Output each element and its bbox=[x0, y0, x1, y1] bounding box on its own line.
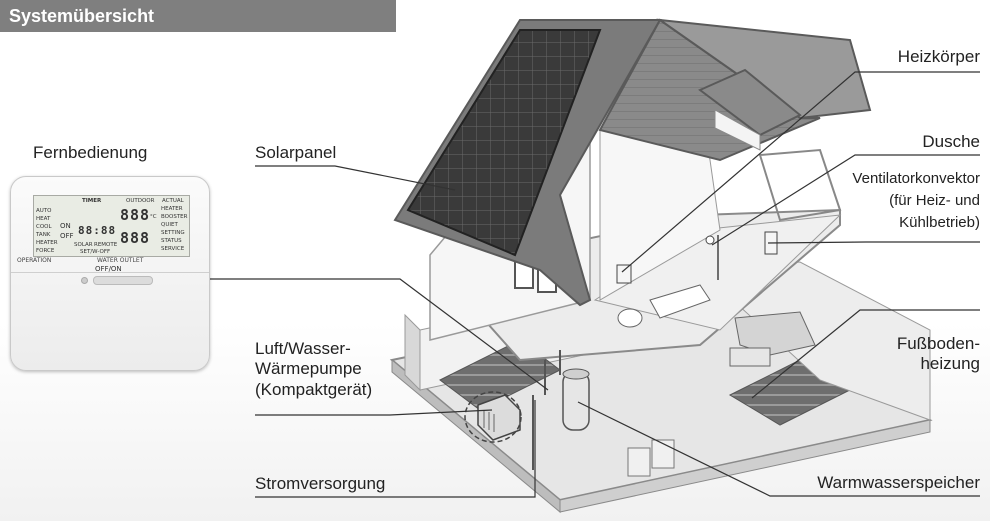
leader-remote bbox=[210, 278, 549, 391]
label-power-supply: Stromversorgung bbox=[255, 474, 386, 493]
leader-solar bbox=[255, 165, 456, 191]
section-title: Systemübersicht bbox=[0, 0, 396, 32]
label-solar-panel: Solarpanel bbox=[255, 143, 337, 162]
label-floor-heating: Fußboden- heizung bbox=[896, 334, 980, 374]
label-remote: Fernbedienung bbox=[33, 143, 148, 162]
dormer-wall bbox=[714, 109, 761, 151]
leader-radiator bbox=[621, 71, 980, 273]
leader-floor bbox=[751, 309, 980, 399]
status-led-icon bbox=[81, 277, 88, 284]
remote-controller: TIMER OUTDOOR ACTUAL AUTO HEAT COOL TANK… bbox=[10, 176, 210, 371]
label-radiator: Heizkörper bbox=[897, 47, 980, 66]
off-on-button bbox=[93, 276, 153, 285]
remote-lcd-display: TIMER OUTDOOR ACTUAL AUTO HEAT COOL TANK… bbox=[33, 195, 190, 257]
appliance bbox=[651, 439, 675, 469]
leader-power bbox=[255, 400, 536, 498]
ground-floor-right-edge bbox=[559, 419, 931, 513]
bathtub bbox=[649, 284, 711, 319]
solar-panel-array bbox=[406, 29, 602, 257]
leader-tank bbox=[577, 401, 980, 497]
power-icon: OFF/ON bbox=[95, 265, 122, 273]
label-shower: Dusche bbox=[922, 132, 980, 151]
dormer-roof bbox=[698, 68, 802, 137]
label-hot-water-tank: Warmwasserspeicher bbox=[817, 473, 980, 492]
leader-fan-coil bbox=[767, 241, 980, 244]
coffee-table bbox=[729, 347, 771, 367]
toilet bbox=[617, 308, 643, 328]
label-fan-coil: Ventilatorkonvektor (für Heiz- und Kühlb… bbox=[852, 170, 980, 231]
balcony-rail bbox=[758, 148, 842, 222]
radiator bbox=[616, 264, 632, 284]
sofa bbox=[734, 311, 816, 356]
leader-shower bbox=[711, 154, 980, 246]
lower-left-wall bbox=[404, 313, 421, 392]
label-heat-pump: Luft/Wasser- Wärmepumpe (Kompaktgerät) bbox=[255, 339, 373, 399]
appliance bbox=[627, 447, 651, 477]
leader-heat-pump bbox=[255, 409, 493, 416]
heat-pump-highlight-circle bbox=[464, 391, 522, 443]
